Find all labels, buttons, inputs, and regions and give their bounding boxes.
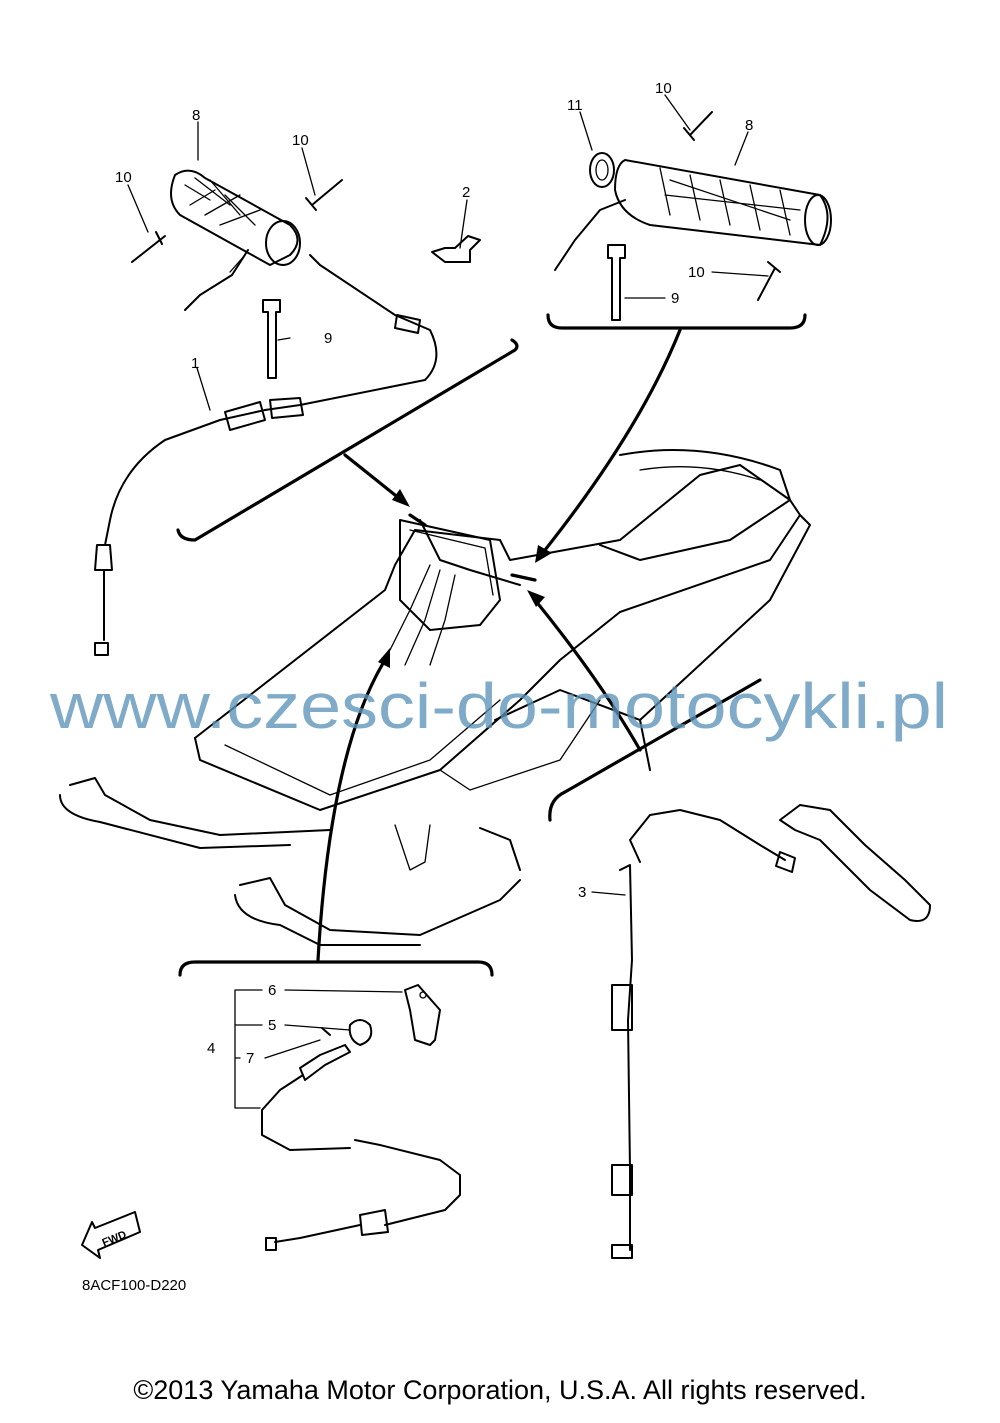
part-number-labels: 8 10 10 2 9 1 11 10 8 9 10 3 6 5 4 7 bbox=[115, 80, 753, 1067]
part-number-10-left-b: 10 bbox=[292, 132, 309, 149]
part-number-10-left-a: 10 bbox=[115, 169, 132, 186]
part-number-9-right: 9 bbox=[671, 290, 679, 307]
grip-right bbox=[554, 152, 832, 271]
part-number-4: 4 bbox=[207, 1040, 215, 1057]
forward-arrow-icon: FWD bbox=[81, 1211, 141, 1259]
part-number-10-right-b: 10 bbox=[688, 264, 705, 281]
drawing-code: 8ACF100-D220 bbox=[82, 1277, 186, 1294]
part-number-5: 5 bbox=[268, 1017, 276, 1034]
leader-lines bbox=[127, 94, 769, 1059]
part-number-1: 1 bbox=[191, 355, 199, 372]
copyright-notice: ©2013 Yamaha Motor Corporation, U.S.A. A… bbox=[133, 1375, 867, 1405]
part-number-8-right: 8 bbox=[745, 117, 753, 134]
part-number-2: 2 bbox=[462, 184, 470, 201]
part-number-7: 7 bbox=[246, 1050, 254, 1067]
part-number-11: 11 bbox=[567, 97, 583, 114]
snowmobile-illustration bbox=[59, 449, 811, 946]
part-number-10-right-a: 10 bbox=[655, 80, 672, 97]
grip-left bbox=[170, 169, 301, 311]
part-number-8-left: 8 bbox=[192, 107, 200, 124]
choke-assembly bbox=[234, 984, 461, 1251]
fwd-label: FWD bbox=[100, 1229, 128, 1250]
brake-cable-and-lever bbox=[611, 804, 931, 1259]
part-number-9-left: 9 bbox=[324, 330, 332, 347]
clip-part bbox=[431, 235, 481, 263]
part-number-6: 6 bbox=[268, 982, 276, 999]
watermark-text: www.czesci-do-motocykli.pl bbox=[49, 670, 948, 742]
rivets bbox=[131, 111, 781, 301]
cable-ties bbox=[262, 244, 626, 379]
throttle-cable bbox=[94, 254, 438, 656]
callout-brackets bbox=[176, 313, 807, 977]
part-number-3: 3 bbox=[578, 884, 586, 901]
